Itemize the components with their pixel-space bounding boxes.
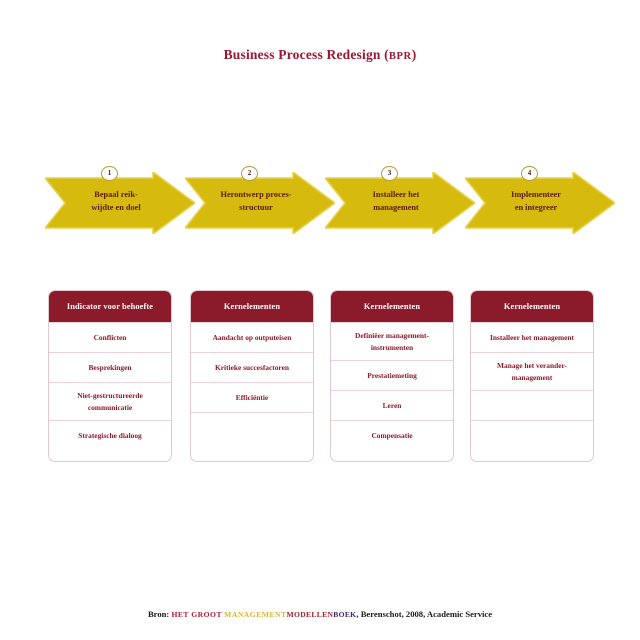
- process-arrow-row: 1 Bepaal reik- wijdte en doel 2 Herontwe…: [0, 166, 640, 234]
- card-row[interactable]: Compensatie: [331, 420, 453, 450]
- step-number-badge: 4: [521, 166, 538, 181]
- source-book-title-part2: MANAGEMENT: [224, 610, 287, 619]
- card-body: Definiëer management- instrumenten Prest…: [331, 322, 453, 450]
- page-title-abbreviation: BPR: [388, 51, 412, 62]
- detail-card-1: Indicator voor behoefte Conflicten Bespr…: [48, 290, 172, 462]
- card-row-text: Manage het verander-: [497, 361, 567, 370]
- card-row-text: Compensatie: [371, 430, 413, 440]
- card-row[interactable]: Manage het verander- management: [471, 352, 593, 390]
- card-header: Kernelementen: [331, 291, 453, 322]
- detail-card-2: Kernelementen Aandacht op outputeisen Kr…: [190, 290, 314, 462]
- process-step-1[interactable]: 1 Bepaal reik- wijdte en doel: [45, 166, 195, 234]
- card-row[interactable]: Leren: [331, 390, 453, 420]
- source-prefix: Bron:: [147, 609, 170, 619]
- source-suffix: , Berenschot, 2008, Academic Service: [356, 609, 493, 619]
- page-title-main: Business Process Redesign (: [223, 47, 389, 62]
- card-row-text: Besprekingen: [88, 362, 132, 372]
- card-row-text: Installeer het management: [489, 332, 575, 342]
- source-book-title-part4: BOEK: [333, 610, 357, 619]
- card-row[interactable]: Kritieke succesfactoren: [191, 352, 313, 382]
- process-step-2[interactable]: 2 Herontwerp proces- structuur: [185, 166, 335, 234]
- card-row-text: Efficiëntie: [235, 392, 269, 402]
- chevron-arrow-icon: [185, 172, 335, 234]
- page-title: Business Process Redesign (BPR): [0, 47, 640, 63]
- detail-card-4: Kernelementen Installeer het management …: [470, 290, 594, 462]
- card-header: Indicator voor behoefte: [49, 291, 171, 322]
- card-row-text-line2: management: [511, 372, 553, 382]
- card-row-empty: [471, 420, 593, 450]
- card-row-text: Strategische dialoog: [78, 430, 142, 440]
- detail-card-3: Kernelementen Definiëer management- inst…: [330, 290, 454, 462]
- card-row-text: Conflicten: [93, 332, 127, 342]
- card-row-text-line2: communicatie: [87, 402, 133, 412]
- step-number-badge: 2: [241, 166, 258, 181]
- chevron-arrow-icon: [45, 172, 195, 234]
- card-row[interactable]: Installeer het management: [471, 322, 593, 352]
- detail-card-row: Indicator voor behoefte Conflicten Bespr…: [0, 290, 640, 470]
- card-row-text: Definiëer management-: [355, 331, 429, 340]
- card-row-text: Aandacht op outputeisen: [212, 332, 292, 342]
- card-row[interactable]: Strategische dialoog: [49, 420, 171, 450]
- source-book-title-part1: HET GROOT: [171, 610, 223, 619]
- page-title-close: ): [411, 47, 417, 62]
- process-step-3[interactable]: 3 Installeer het management: [325, 166, 475, 234]
- card-row-text: Niet-gestructureerde: [77, 391, 143, 400]
- card-row[interactable]: Definiëer management- instrumenten: [331, 322, 453, 360]
- card-row[interactable]: Aandacht op outputeisen: [191, 322, 313, 352]
- card-row[interactable]: Efficiëntie: [191, 382, 313, 412]
- card-header: Kernelementen: [471, 291, 593, 322]
- card-row[interactable]: Prestatiemeting: [331, 360, 453, 390]
- card-row-text: Prestatiemeting: [367, 370, 417, 380]
- card-body: Conflicten Besprekingen Niet-gestructure…: [49, 322, 171, 450]
- card-row-empty: [471, 390, 593, 420]
- card-header: Kernelementen: [191, 291, 313, 322]
- process-step-4[interactable]: 4 Implementeer en integreer: [465, 166, 615, 234]
- step-number-badge: 3: [381, 166, 398, 181]
- card-row[interactable]: Niet-gestructureerde communicatie: [49, 382, 171, 420]
- card-row[interactable]: Besprekingen: [49, 352, 171, 382]
- card-row-text: Leren: [382, 400, 402, 410]
- card-body: Installeer het management Manage het ver…: [471, 322, 593, 450]
- card-body: Aandacht op outputeisen Kritieke succesf…: [191, 322, 313, 442]
- card-row-text: Kritieke succesfactoren: [215, 362, 289, 372]
- chevron-arrow-icon: [325, 172, 475, 234]
- source-footer: Bron: HET GROOT MANAGEMENTMODELLENBOEK, …: [0, 609, 640, 619]
- card-row-text-line2: instrumenten: [370, 342, 414, 352]
- chevron-arrow-icon: [465, 172, 615, 234]
- source-book-title-part3: MODELLEN: [286, 610, 334, 619]
- card-row-empty: [191, 412, 313, 442]
- card-row[interactable]: Conflicten: [49, 322, 171, 352]
- step-number-badge: 1: [101, 166, 118, 181]
